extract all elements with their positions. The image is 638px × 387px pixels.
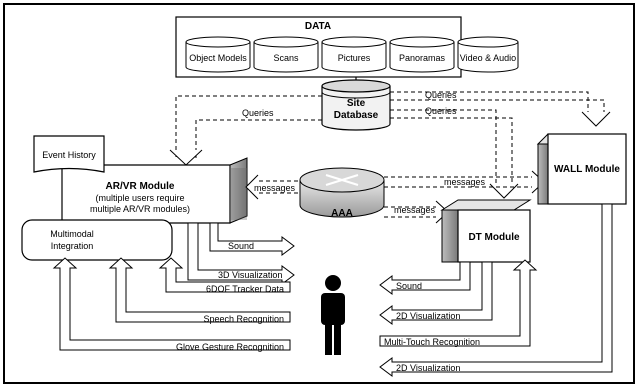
event-history: Event History [33,135,105,173]
arvr-output-sound-arrow [209,222,295,256]
aaa-label: AAA [331,208,353,219]
dt-output-label: 2D Visualization [396,311,460,321]
data-store: DATA Object Models Scans Pictures Panora… [175,16,519,78]
cylinder-scans: Scans [253,36,319,73]
queries-label-wall: Queries [425,90,457,100]
event-history-label: Event History [42,150,96,160]
arvr-output-3dvis-arrow [187,222,295,285]
arvr-input-speech-arrow [108,257,291,323]
cylinder-pictures: Pictures [321,36,387,73]
multimodal-line2: Integration [51,241,94,251]
arvr-input-glove-arrow [52,257,291,351]
multimodal-line1: Multimodal [50,229,94,239]
wall-module: WALL Module [536,133,627,205]
dt-input-multitouch-arrow [379,259,538,347]
cylinder-panoramas: Panoramas [389,36,455,73]
messages-label-dt: messages [394,205,436,215]
arvr-input-label: 6DOF Tracker Data [206,284,284,294]
site-database-line2: Database [334,110,379,121]
dt-module-title: DT Module [468,232,520,243]
arvr-module: AR/VR Module (multiple users require mul… [61,157,248,224]
arvr-module-line2: (multiple users require [95,193,184,203]
dt-module: DT Module [440,199,532,263]
site-database: Site Database [321,79,391,131]
data-title: DATA [305,21,331,32]
arvr-input-label: Glove Gesture Recognition [176,342,284,352]
wall-module-title: WALL Module [554,164,620,175]
cylinder-label: Scans [273,53,299,63]
dt-input-label: Multi-Touch Recognition [384,337,480,347]
site-database-line1: Site [347,98,366,109]
queries-label-arvr: Queries [242,108,274,118]
queries-wall-arrow [390,91,611,127]
dt-output-label: Sound [396,281,422,291]
queries-label-dt: Queries [425,106,457,116]
cylinder-label: Object Models [189,53,247,63]
cylinder-label: Video & Audio [460,53,516,63]
cylinder-video-audio: Video & Audio [457,36,519,73]
messages-label-arvr: messages [254,183,296,193]
arvr-module-line3: multiple AR/VR modules) [90,204,190,214]
cylinder-label: Panoramas [399,53,446,63]
arvr-input-label: Speech Recognition [203,314,284,324]
messages-arvr-arrow [245,174,300,200]
user-person-icon [321,275,345,355]
messages-label-wall: messages [444,177,486,187]
dt-output-2dvis-arrow [379,261,493,325]
cylinder-object-models: Object Models [185,36,251,73]
wall-output-2dvis-arrow [379,203,613,377]
arvr-output-label: 3D Visualization [218,270,282,280]
aaa-router: AAA [299,167,385,219]
arvr-input-6dof-arrow [158,257,291,293]
router-arrows-icon [325,173,359,187]
arvr-module-title: AR/VR Module [106,181,175,192]
arvr-output-label: Sound [228,241,254,251]
dt-output-sound-arrow [379,261,471,295]
cylinder-label: Pictures [338,53,371,63]
wall-output-label: 2D Visualization [396,363,460,373]
multimodal-integration: Multimodal Integration [21,219,173,261]
